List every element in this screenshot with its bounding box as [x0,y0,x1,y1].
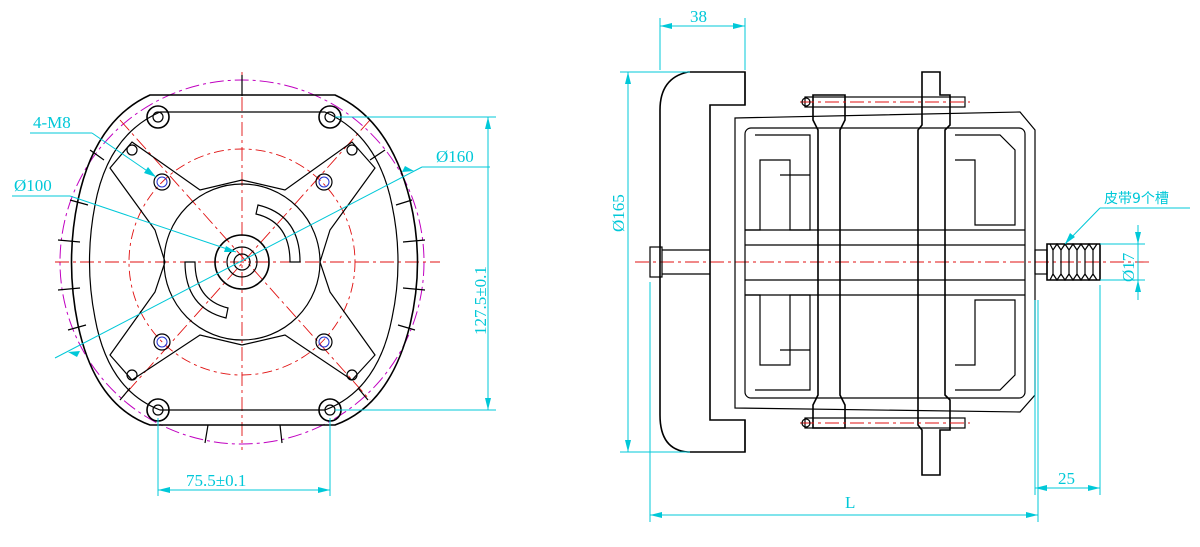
mount-ears [146,105,342,422]
shaft-dia-label: Ø17 [1119,252,1138,282]
through-bolts [800,96,970,429]
dia-outer-label: Ø160 [436,147,474,166]
arc-slot-upper [255,204,301,263]
dim-4m8: 4-M8 [30,113,157,178]
overall-dia-label: Ø165 [609,194,628,232]
dim-dia100: Ø100 [12,176,237,253]
dim-38: 38 [659,7,746,70]
housing-outline [70,94,419,426]
width-dim-label: 75.5±0.1 [186,471,246,490]
bolt-holes [153,173,333,351]
dim-dia165: Ø165 [609,71,690,453]
winding-top [745,134,811,231]
clamp-plate-left [812,94,846,429]
corner-bosses [126,144,358,381]
length-label: L [845,493,855,512]
housing-inner [88,111,399,411]
dia-inner-label: Ø100 [14,176,52,195]
bolt-callout-label: 4-M8 [33,113,71,132]
shaft-left-stub [649,246,663,278]
winding-bottom [745,294,811,391]
height-dim-label: 127.5±0.1 [471,266,490,335]
shaft-len-label: 25 [1058,469,1075,488]
dim-dia17: Ø17 [1100,225,1145,300]
front-view: 4-M8 Ø100 Ø160 127.5±0.1 [12,72,496,496]
dim-dia160: Ø160 [54,147,490,359]
shaft-hole [226,246,258,278]
pulley-note: 皮带9个槽 [1064,191,1190,245]
pulley-note-label: 皮带9个槽 [1104,191,1169,207]
hub-ring [163,183,321,341]
cross-arms [109,141,376,381]
shaft-boss [214,234,270,290]
flange-width-label: 38 [690,7,707,26]
diag-centerline-2 [119,119,371,401]
stator-inner [744,127,1026,399]
arc-slot-lower [184,261,229,319]
dim-L: L [649,282,1039,522]
dim-25: 25 [1034,285,1101,495]
cooling-fins [57,75,426,444]
dim-width: 75.5±0.1 [157,418,331,496]
bolt-circle [128,148,356,376]
shaft [233,253,251,271]
side-view: 38 Ø165 Ø17 皮带9个槽 [609,7,1190,522]
clamp-plate-right [917,71,951,476]
dim-height: 127.5±0.1 [335,116,496,411]
